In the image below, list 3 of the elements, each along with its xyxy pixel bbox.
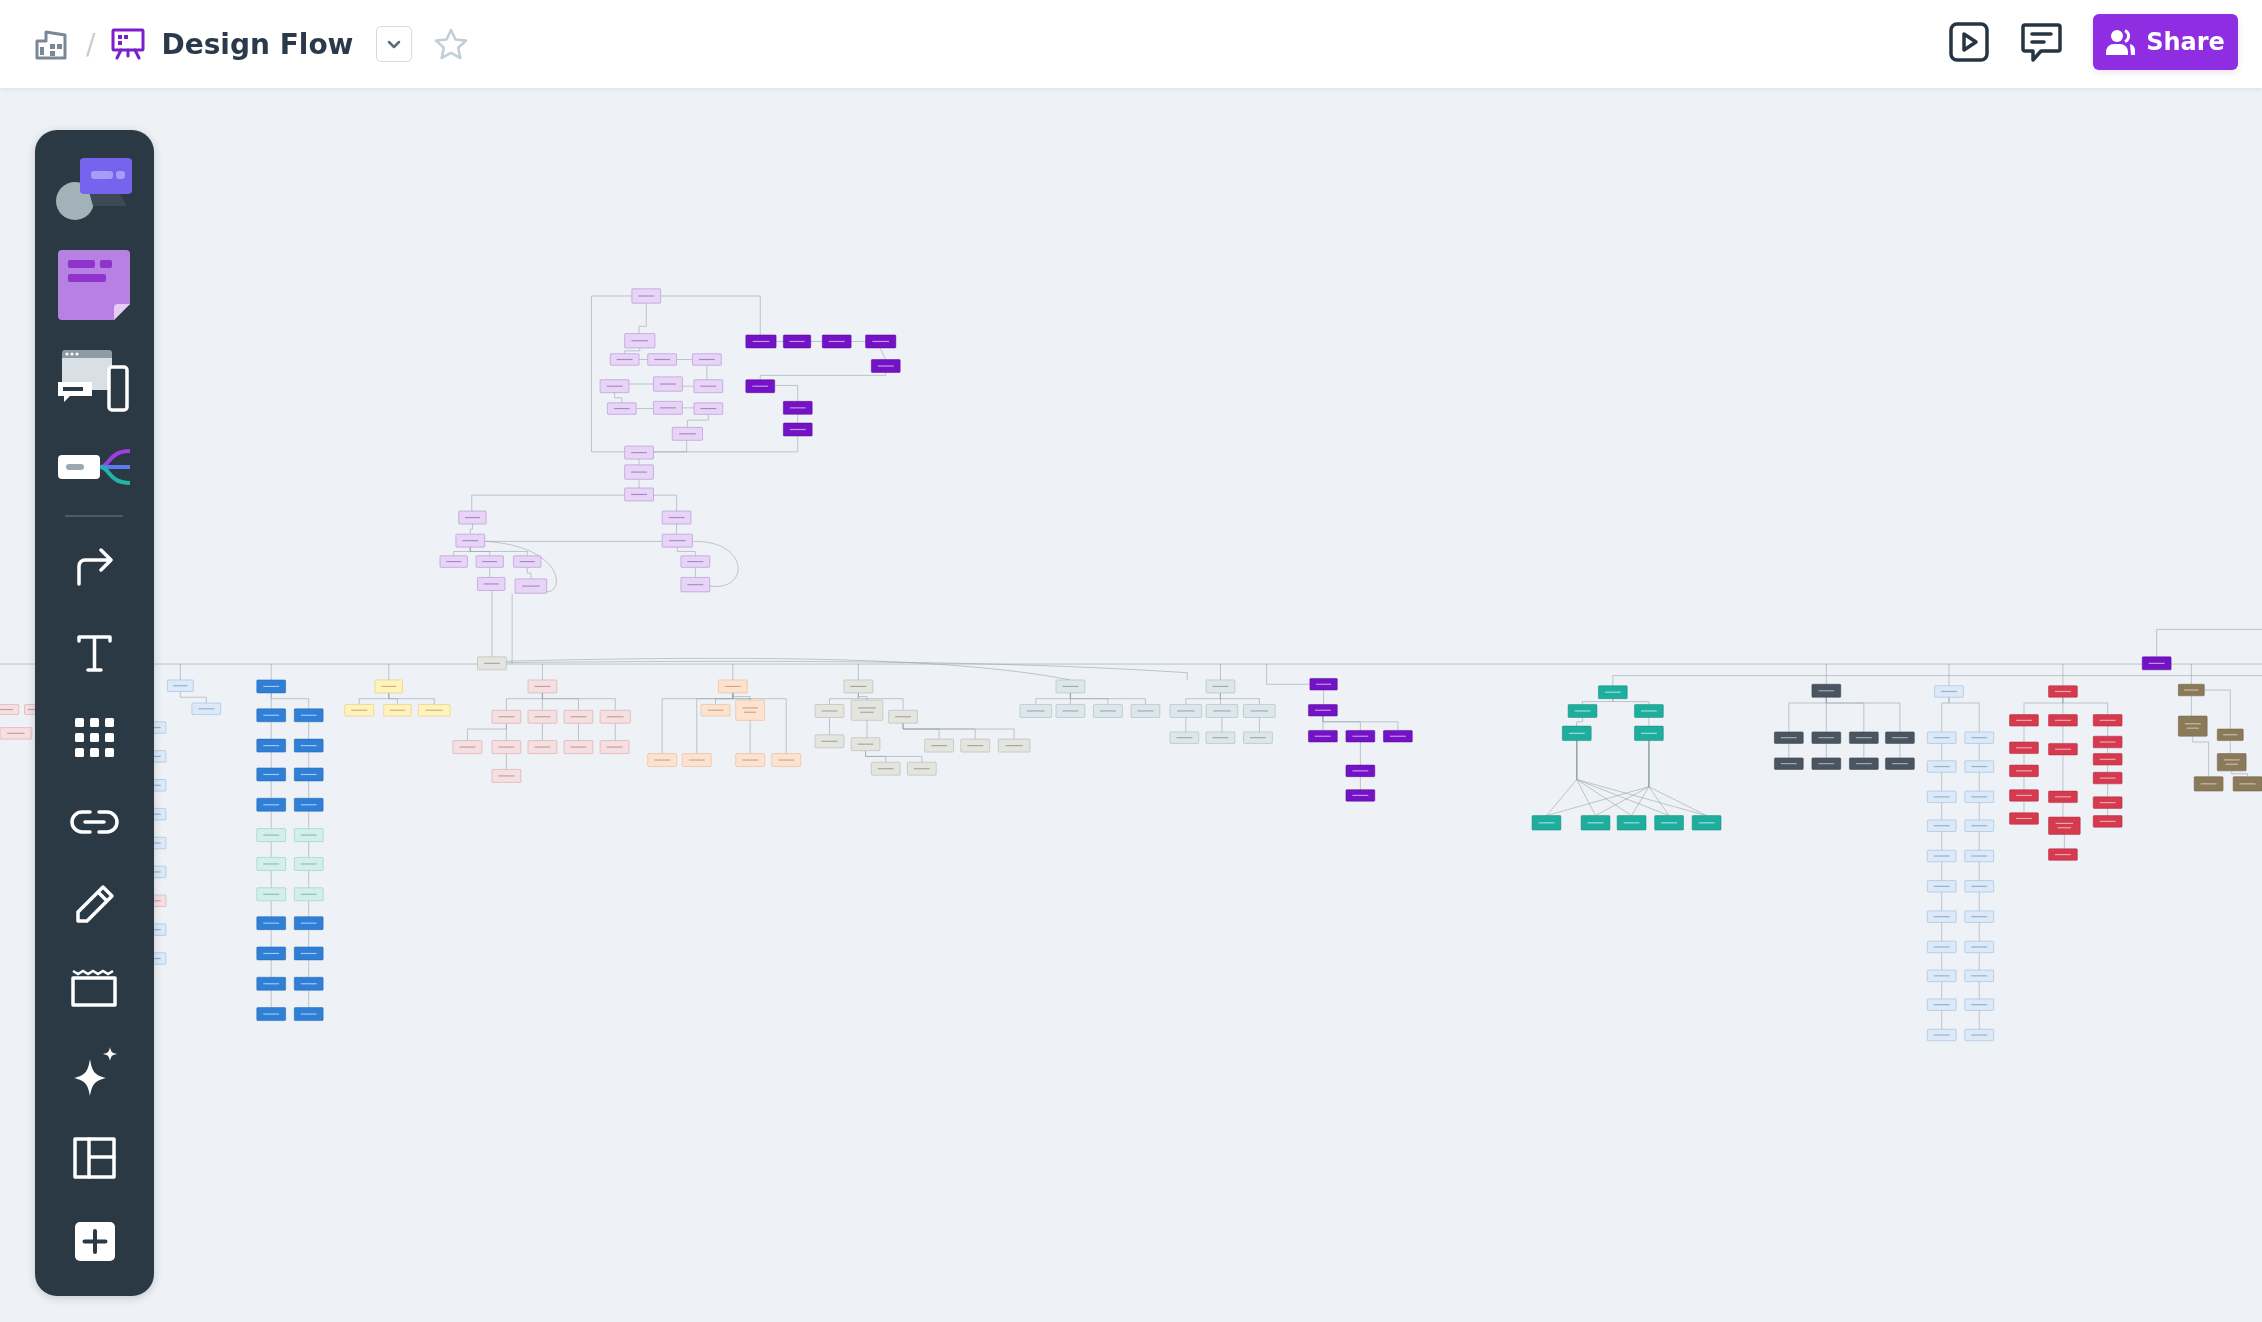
- breadcrumb-separator: /: [86, 27, 96, 61]
- share-button: Share: [2093, 14, 2238, 70]
- board-title: Design Flow: [161, 27, 354, 61]
